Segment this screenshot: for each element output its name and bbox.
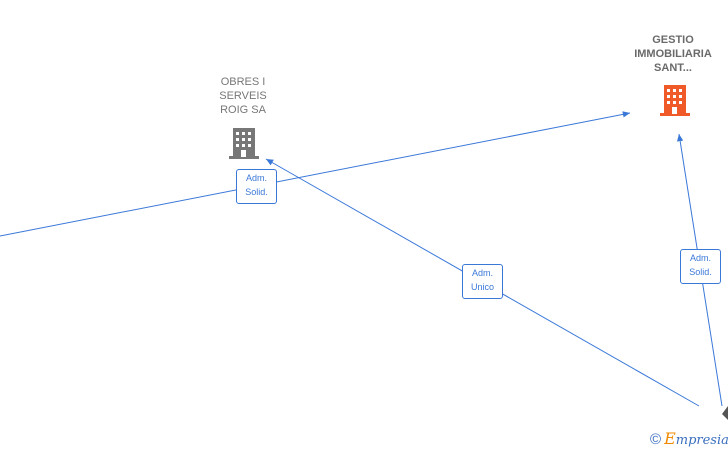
- empresia-logo: ©Empresia: [650, 429, 728, 448]
- edge-label-adm-unico: Adm. Unico: [462, 264, 503, 299]
- edge-line-to-gestio: [0, 111, 631, 237]
- person-icon[interactable]: [722, 406, 728, 420]
- copyright-symbol: ©: [650, 431, 662, 448]
- brand-name: mpresia: [675, 433, 728, 448]
- edge-label-adm-solid-1: Adm. Solid.: [236, 169, 277, 204]
- edge-label-adm-solid-2: Adm. Solid.: [680, 249, 721, 284]
- company-label-obres[interactable]: OBRES I SERVEIS ROIG SA: [219, 76, 267, 116]
- building-icon[interactable]: [229, 128, 259, 159]
- brand-e: E: [664, 429, 676, 448]
- company-label-gestio[interactable]: GESTIO IMMOBILIARIA SANT...: [634, 34, 712, 74]
- building-icon-highlight[interactable]: [660, 85, 690, 116]
